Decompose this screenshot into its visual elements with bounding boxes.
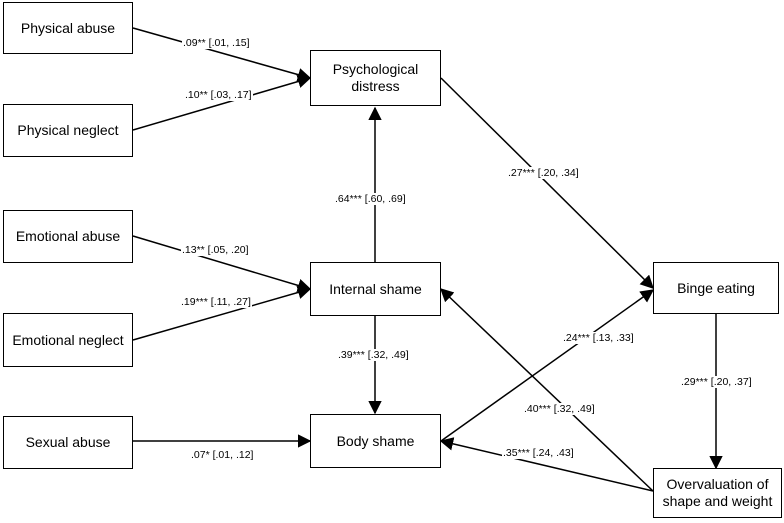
- node-physical-neglect: Physical neglect: [3, 104, 133, 157]
- node-physical-abuse: Physical abuse: [3, 2, 133, 54]
- node-psychological-distress-line1: Psychological: [332, 61, 419, 77]
- label-body-shame-to-binge: .24*** [.13, .33]: [562, 332, 635, 344]
- arrow-emotional-neglect-to-internal-shame: [132, 285, 312, 341]
- node-sexual-abuse-label: Sexual abuse: [25, 434, 111, 450]
- node-internal-shame-label: Internal shame: [329, 280, 422, 297]
- arrow-emotional-abuse-to-internal-shame: [132, 235, 312, 292]
- node-body-shame-label: Body shame: [336, 432, 415, 449]
- arrow-overvaluation-to-body-shame: [439, 437, 654, 492]
- label-sexual-abuse-to-body-shame: .07* [.01, .12]: [190, 449, 255, 461]
- node-emotional-abuse: Emotional abuse: [3, 210, 133, 263]
- arrow-overvaluation-to-internal-shame: [440, 288, 654, 492]
- node-internal-shame: Internal shame: [310, 262, 441, 316]
- node-psychological-distress: Psychological distress: [310, 50, 441, 106]
- node-body-shame: Body shame: [310, 414, 441, 468]
- node-overvaluation-line1: Overvaluation of: [666, 476, 769, 492]
- arrow-distress-to-binge: [440, 77, 654, 289]
- node-physical-neglect-label: Physical neglect: [17, 122, 119, 138]
- label-internal-shame-to-body-shame: .39*** [.32, .49]: [337, 349, 410, 361]
- label-physical-abuse-to-distress: .09** [.01, .15]: [182, 37, 251, 49]
- node-emotional-abuse-label: Emotional abuse: [15, 228, 121, 244]
- arrow-physical-neglect-to-distress: [132, 74, 312, 131]
- label-internal-shame-to-distress: .64*** [.60, .69]: [334, 193, 407, 205]
- node-emotional-neglect: Emotional neglect: [3, 313, 133, 367]
- node-sexual-abuse: Sexual abuse: [3, 416, 133, 469]
- label-binge-to-overvaluation: .29*** [.20, .37]: [680, 376, 753, 388]
- arrow-body-shame-to-binge: [440, 289, 655, 442]
- label-distress-to-binge: .27*** [.20, .34]: [507, 167, 580, 179]
- label-emotional-abuse-to-internal-shame: .13** [.05, .20]: [181, 244, 250, 256]
- node-overvaluation-line2: shape and weight: [662, 493, 773, 509]
- label-emotional-neglect-to-internal-shame: .19*** [.11, .27]: [180, 296, 252, 308]
- node-psychological-distress-line2: distress: [351, 78, 400, 94]
- label-physical-neglect-to-distress: .10** [.03, .17]: [184, 89, 253, 101]
- label-overvaluation-to-internal-shame: .40*** [.32, .49]: [523, 403, 596, 415]
- node-binge-eating-label: Binge eating: [677, 279, 755, 296]
- node-binge-eating: Binge eating: [653, 262, 779, 314]
- node-overvaluation: Overvaluation of shape and weight: [653, 468, 782, 518]
- label-overvaluation-to-body-shame: .35*** [.24, .43]: [502, 447, 575, 459]
- node-physical-abuse-label: Physical abuse: [20, 19, 116, 36]
- node-emotional-neglect-label: Emotional neglect: [12, 331, 124, 348]
- arrow-physical-abuse-to-distress: [132, 27, 312, 82]
